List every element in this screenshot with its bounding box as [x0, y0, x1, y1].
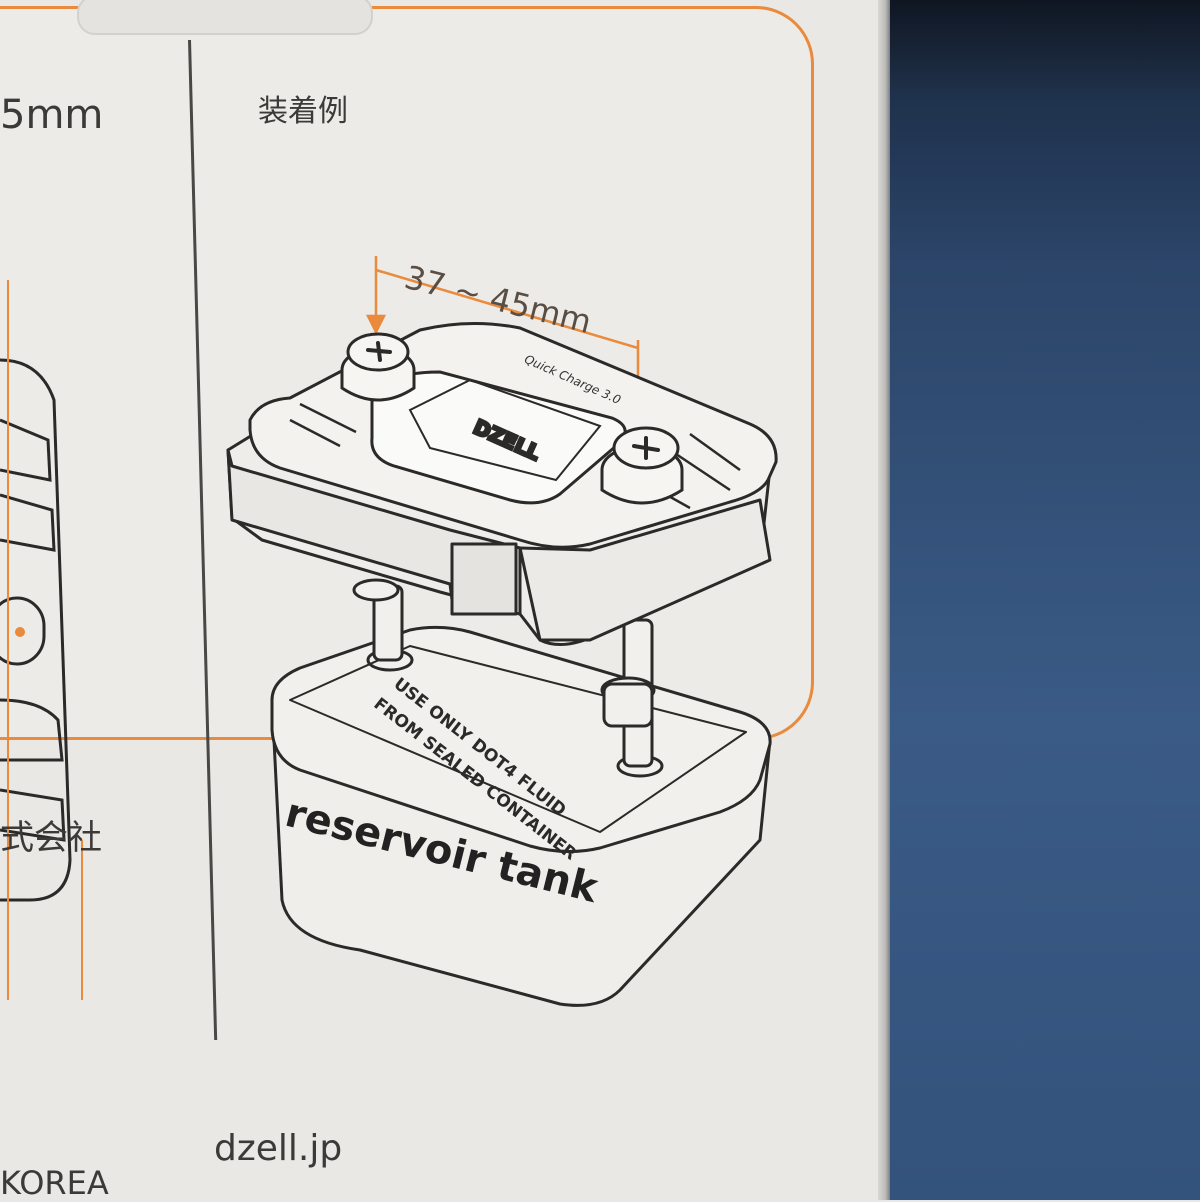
orange-dot	[15, 627, 25, 637]
background-wall	[886, 0, 1200, 1200]
box-edge	[878, 0, 890, 1200]
company-text: 式会社	[0, 818, 102, 858]
website-text: dzell.jp	[214, 1128, 343, 1169]
reservoir-cover-illustration: DZELL	[226, 256, 778, 1007]
background-shadow	[886, 0, 1200, 92]
panel-tab	[77, 0, 373, 35]
left-dimension-text: 5mm	[0, 92, 104, 138]
mount-example-label: 装着例	[258, 94, 348, 129]
country-text: KOREA	[0, 1164, 109, 1202]
left-bracket-illustration	[0, 280, 83, 1000]
